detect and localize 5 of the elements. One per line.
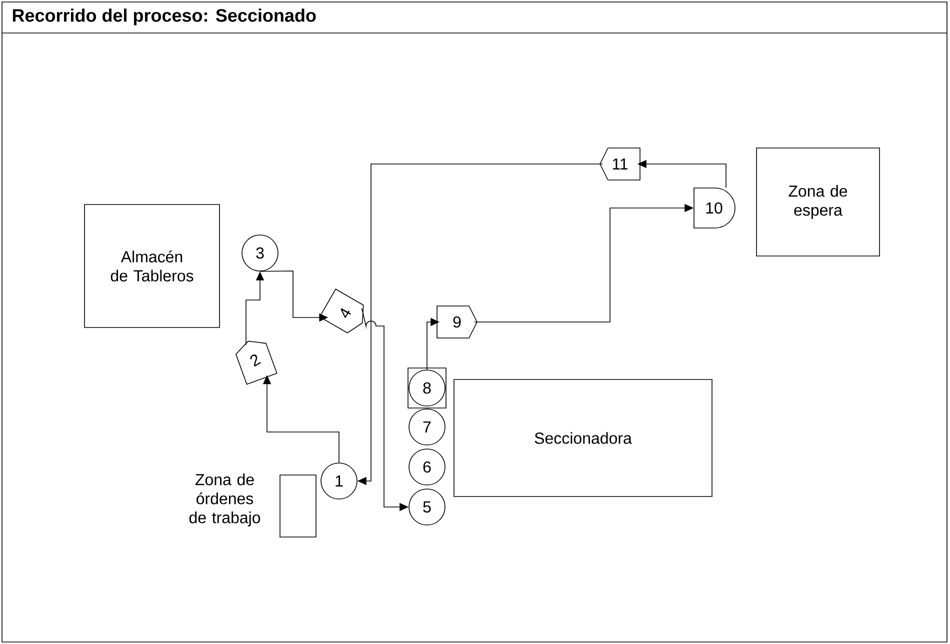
area-box: Zona de espera (756, 148, 880, 256)
title: Recorrido del proceso: Seccionado (12, 8, 316, 26)
area-label: Zona de órdenes de trabajo (189, 474, 260, 526)
area-box: Almacén de Tableros (84, 204, 220, 328)
machine-box: Seccionadora (454, 379, 712, 497)
